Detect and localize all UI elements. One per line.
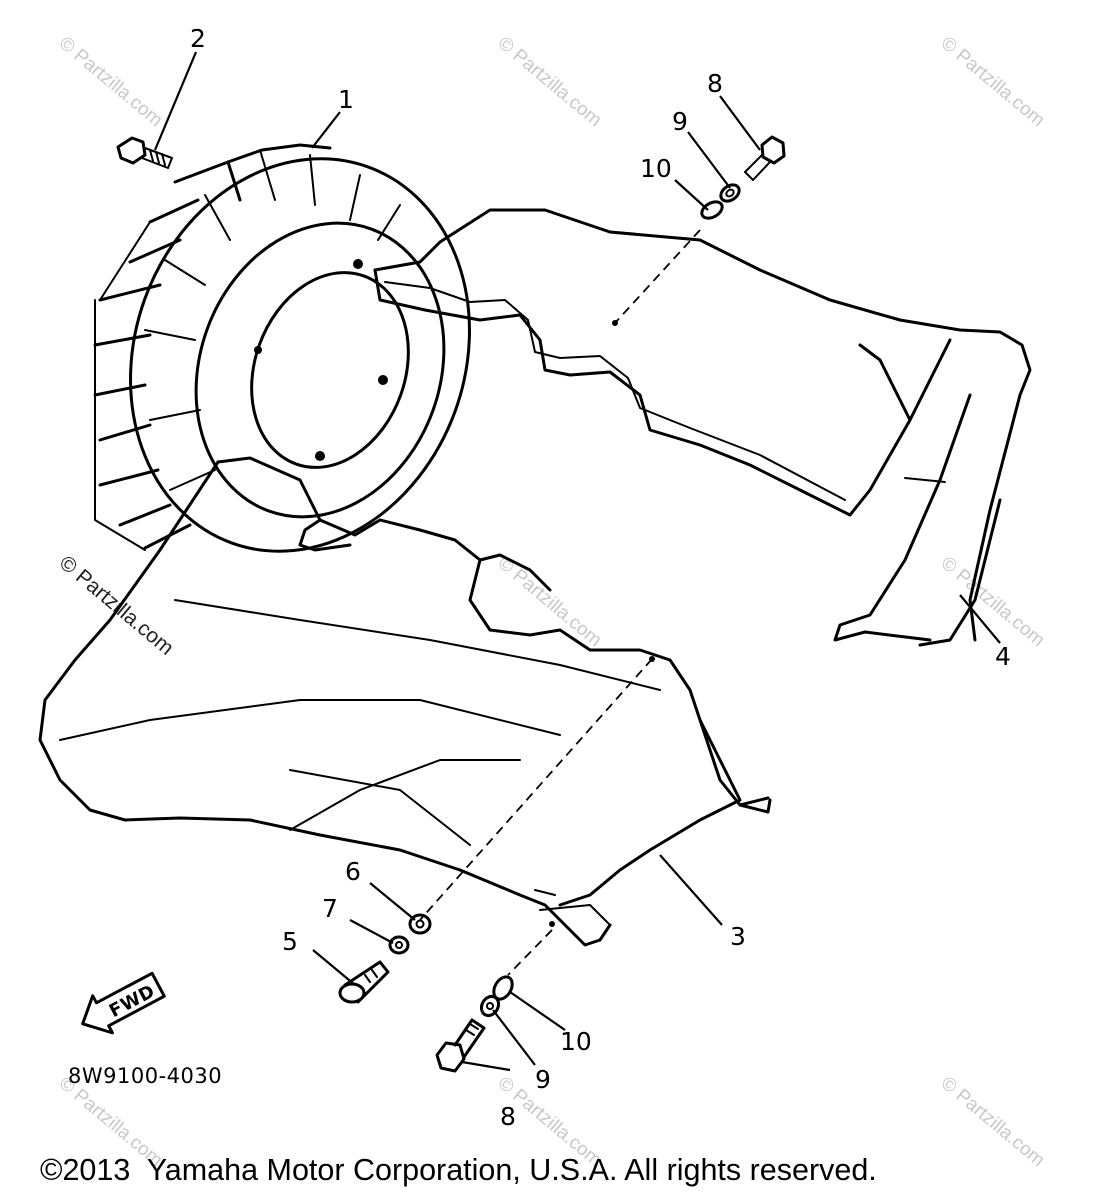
bolt-part-5 xyxy=(338,960,390,1004)
watermark-text: © Partzilla.com xyxy=(937,33,1049,131)
callout-labels: 1 2 8 9 10 4 3 6 7 5 10 9 8 xyxy=(190,24,1011,1131)
callout-leaders xyxy=(153,51,1001,1072)
washer-part-10-top xyxy=(700,200,724,220)
flywheel-fan-part xyxy=(93,143,471,553)
bolt-part-8-bottom xyxy=(435,1018,486,1073)
watermark-text: © Partzilla.com xyxy=(494,553,606,651)
bolt-part-2 xyxy=(116,136,173,169)
callout-1: 1 xyxy=(338,85,354,114)
callout-10-bottom: 10 xyxy=(560,1027,592,1056)
diagram-part-code: 8W9100-4030 xyxy=(68,1064,222,1088)
fwd-label: FWD xyxy=(106,981,159,1022)
washer-part-9-bottom xyxy=(479,994,501,1018)
fwd-arrow-icon: FWD xyxy=(81,971,166,1035)
callout-6: 6 xyxy=(345,857,361,886)
washer-part-9-top xyxy=(719,183,741,203)
callout-5: 5 xyxy=(282,927,298,956)
watermark-text: © Partzilla.com xyxy=(494,33,606,131)
callout-8-bottom: 8 xyxy=(500,1102,516,1131)
callout-7: 7 xyxy=(322,894,338,923)
bolt-part-8-top xyxy=(744,135,786,181)
callout-3: 3 xyxy=(730,922,746,951)
callout-9-top: 9 xyxy=(672,107,688,136)
copyright-notice: ©2013 Yamaha Motor Corporation, U.S.A. A… xyxy=(40,1153,877,1187)
callout-10-top: 10 xyxy=(640,154,672,183)
upper-duct-part xyxy=(373,208,1032,647)
callout-8-top: 8 xyxy=(707,69,723,98)
callout-2: 2 xyxy=(190,24,206,53)
washer-part-6 xyxy=(408,913,432,935)
watermark-text: © Partzilla.com xyxy=(937,1073,1049,1171)
lower-duct-part xyxy=(38,456,772,947)
assembly-dash-lines xyxy=(419,229,701,976)
callout-4: 4 xyxy=(995,642,1011,671)
watermark-layer: © Partzilla.com © Partzilla.com © Partzi… xyxy=(55,33,1049,1171)
washer-part-7 xyxy=(388,935,410,955)
watermark-text: © Partzilla.com xyxy=(55,551,178,660)
callout-9-bottom: 9 xyxy=(535,1065,551,1094)
watermark-text: © Partzilla.com xyxy=(55,33,167,131)
